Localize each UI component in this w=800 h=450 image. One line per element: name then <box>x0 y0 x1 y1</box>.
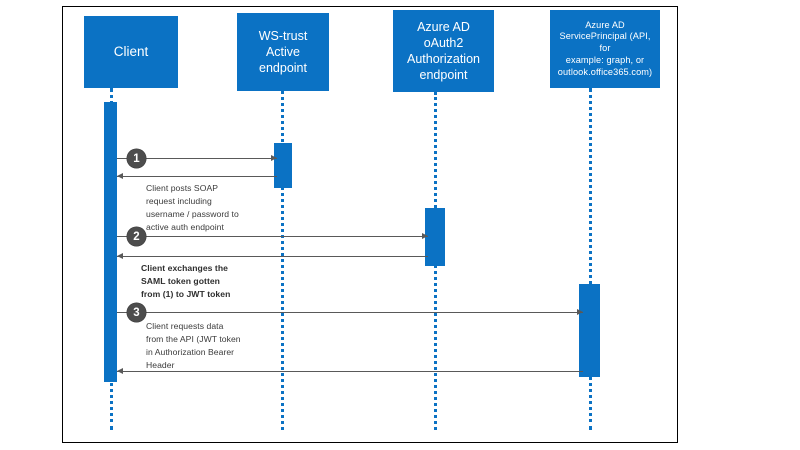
participant-box-azure-ad-oauth2-authorization-endpoint[interactable]: Azure AD oAuth2 Authorization endpoint <box>393 10 494 92</box>
oauth2-activation <box>425 208 445 266</box>
step-2-badge[interactable]: 2 <box>127 227 146 246</box>
msg-2-request-line <box>117 236 428 237</box>
client-activation <box>104 102 117 382</box>
step-3-note: Client requests data from the API (JWT t… <box>146 321 241 371</box>
step-3-badge[interactable]: 3 <box>127 303 146 322</box>
participant-box-client[interactable]: Client <box>84 16 178 88</box>
participant-box-ws-trust-active-endpoint[interactable]: WS-trust Active endpoint <box>237 13 329 91</box>
msg-1-response-line <box>117 176 277 177</box>
msg-3-request-line <box>117 312 583 313</box>
msg-1-request-arrowhead-icon <box>271 154 277 161</box>
participant-label-azure-ad-serviceprincipal: Azure AD ServicePrincipal (API, for exam… <box>557 19 653 77</box>
msg-3-response-line <box>117 371 583 372</box>
msg-3-request-arrowhead-icon <box>577 308 583 315</box>
msg-2-response-arrowhead-icon <box>117 252 123 259</box>
step-1-badge[interactable]: 1 <box>127 149 146 168</box>
msg-1-response-arrowhead-icon <box>117 172 123 179</box>
participant-label-client: Client <box>113 44 149 60</box>
msg-2-response-line <box>117 256 428 257</box>
msg-2-request-arrowhead-icon <box>422 232 428 239</box>
serviceprincipal-activation <box>579 284 600 377</box>
step-2-note: Client exchanges the SAML token gotten f… <box>141 263 231 300</box>
msg-1-request-line <box>117 158 277 159</box>
ws-trust-activation <box>274 143 292 188</box>
participant-box-azure-ad-serviceprincipal[interactable]: Azure AD ServicePrincipal (API, for exam… <box>550 10 660 88</box>
step-1-note: Client posts SOAP request including user… <box>146 183 239 233</box>
msg-3-response-arrowhead-icon <box>117 367 123 374</box>
participant-label-ws-trust-active-endpoint: WS-trust Active endpoint <box>258 29 308 75</box>
lifeline-azure-ad-serviceprincipal <box>589 88 592 430</box>
participant-label-azure-ad-oauth2-authorization-endpoint: Azure AD oAuth2 Authorization endpoint <box>407 20 480 82</box>
lifeline-ws-trust-active-endpoint <box>281 91 284 430</box>
